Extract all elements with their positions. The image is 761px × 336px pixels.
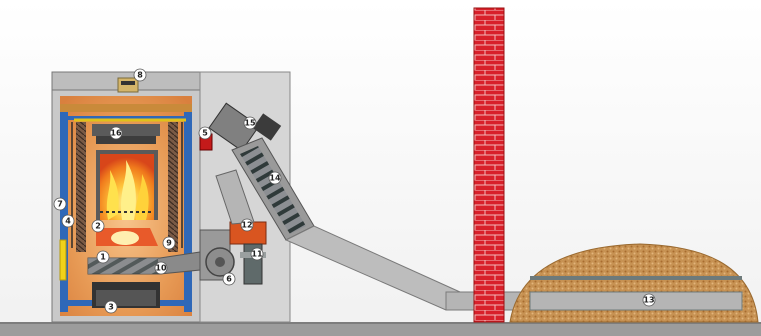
callout-5: 5 <box>199 127 211 139</box>
callout-15: 15 <box>244 117 256 129</box>
svg-text:11: 11 <box>251 250 263 259</box>
callout-3: 3 <box>105 301 117 313</box>
svg-text:5: 5 <box>202 129 208 138</box>
callout-14: 14 <box>269 172 281 184</box>
callout-2: 2 <box>92 220 104 232</box>
chimney <box>474 8 504 322</box>
svg-text:4: 4 <box>65 217 71 226</box>
callout-11: 11 <box>251 248 263 260</box>
svg-text:9: 9 <box>166 239 172 248</box>
svg-text:13: 13 <box>643 296 654 305</box>
svg-text:12: 12 <box>241 221 252 230</box>
svg-text:3: 3 <box>108 303 114 312</box>
svg-text:10: 10 <box>155 264 167 273</box>
callout-7: 7 <box>54 198 66 210</box>
heat-exchanger-right <box>168 122 178 252</box>
callout-12: 12 <box>241 219 253 231</box>
heat-exchanger-left <box>76 122 86 252</box>
svg-text:16: 16 <box>110 129 122 138</box>
callout-1: 1 <box>97 251 109 263</box>
water-jacket-right <box>184 112 192 312</box>
callout-6: 6 <box>223 273 235 285</box>
svg-text:2: 2 <box>95 222 101 231</box>
svg-text:6: 6 <box>226 275 232 284</box>
callout-9: 9 <box>163 237 175 249</box>
callout-16: 16 <box>110 127 122 139</box>
callout-13: 13 <box>643 294 655 306</box>
callout-4: 4 <box>62 215 74 227</box>
cleaning-mechanism <box>92 124 160 136</box>
silo-auger <box>530 292 742 310</box>
door-hinge <box>60 240 66 280</box>
svg-text:7: 7 <box>57 200 63 209</box>
svg-text:8: 8 <box>137 71 143 80</box>
top-header <box>60 104 192 112</box>
svg-text:1: 1 <box>100 253 106 262</box>
svg-text:15: 15 <box>244 119 256 128</box>
floor <box>0 322 761 336</box>
callout-8: 8 <box>134 69 146 81</box>
water-jacket-left <box>60 112 68 312</box>
callout-10: 10 <box>155 262 167 274</box>
svg-text:14: 14 <box>269 174 281 183</box>
